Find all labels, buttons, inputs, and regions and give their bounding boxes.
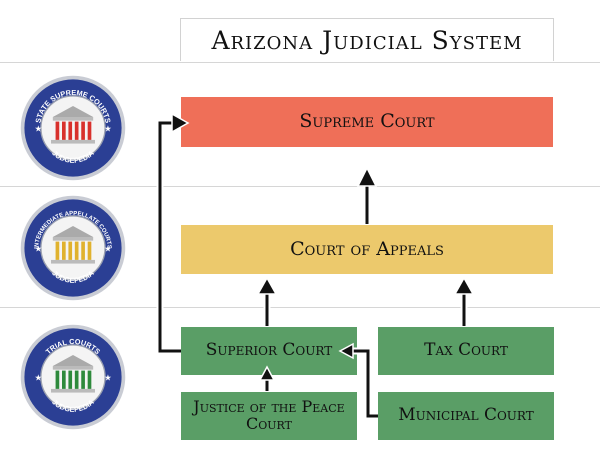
arrowhead-left-icon: [338, 342, 354, 360]
svg-text:★: ★: [104, 244, 111, 254]
municipal-court-box: Municipal Court: [378, 392, 554, 440]
municipal-to-superior-arrow: [352, 349, 378, 418]
supreme-court-box: Supreme Court: [181, 97, 553, 147]
svg-text:★: ★: [35, 244, 42, 254]
row-divider-top: [0, 62, 600, 63]
arrowhead-up-icon: [453, 276, 475, 295]
trial-courts-seal-icon: TRIAL COURTS JUDGEPEDIA ★ ★: [20, 324, 126, 430]
svg-text:★: ★: [35, 124, 42, 134]
arrowhead-up-icon: [356, 166, 378, 187]
svg-text:★: ★: [35, 373, 42, 383]
svg-text:★: ★: [104, 124, 111, 134]
state-supreme-courts-seal-icon: STATE SUPREME COURTS JUDGEPEDIA ★ ★: [20, 75, 126, 181]
svg-text:★: ★: [104, 373, 111, 383]
row-divider-bottom: [0, 307, 600, 308]
court-of-appeals-box: Court of Appeals: [181, 225, 553, 274]
diagram-title: Arizona Judicial System: [180, 18, 554, 61]
superior-to-supreme-arrow: [158, 121, 181, 353]
superior-court-box: Superior Court: [181, 327, 357, 375]
arrowhead-up-icon: [256, 276, 278, 295]
arrowhead-up-icon: [258, 365, 276, 381]
row-divider-middle: [0, 186, 600, 187]
justice-of-the-peace-court-box: Justice of the Peace Court: [181, 392, 357, 440]
tax-court-box: Tax Court: [378, 327, 554, 375]
intermediate-appellate-courts-seal-icon: INTERMEDIATE APPELLATE COURTS JUDGEPEDIA…: [20, 195, 126, 301]
arrowhead-right-icon: [171, 112, 190, 134]
